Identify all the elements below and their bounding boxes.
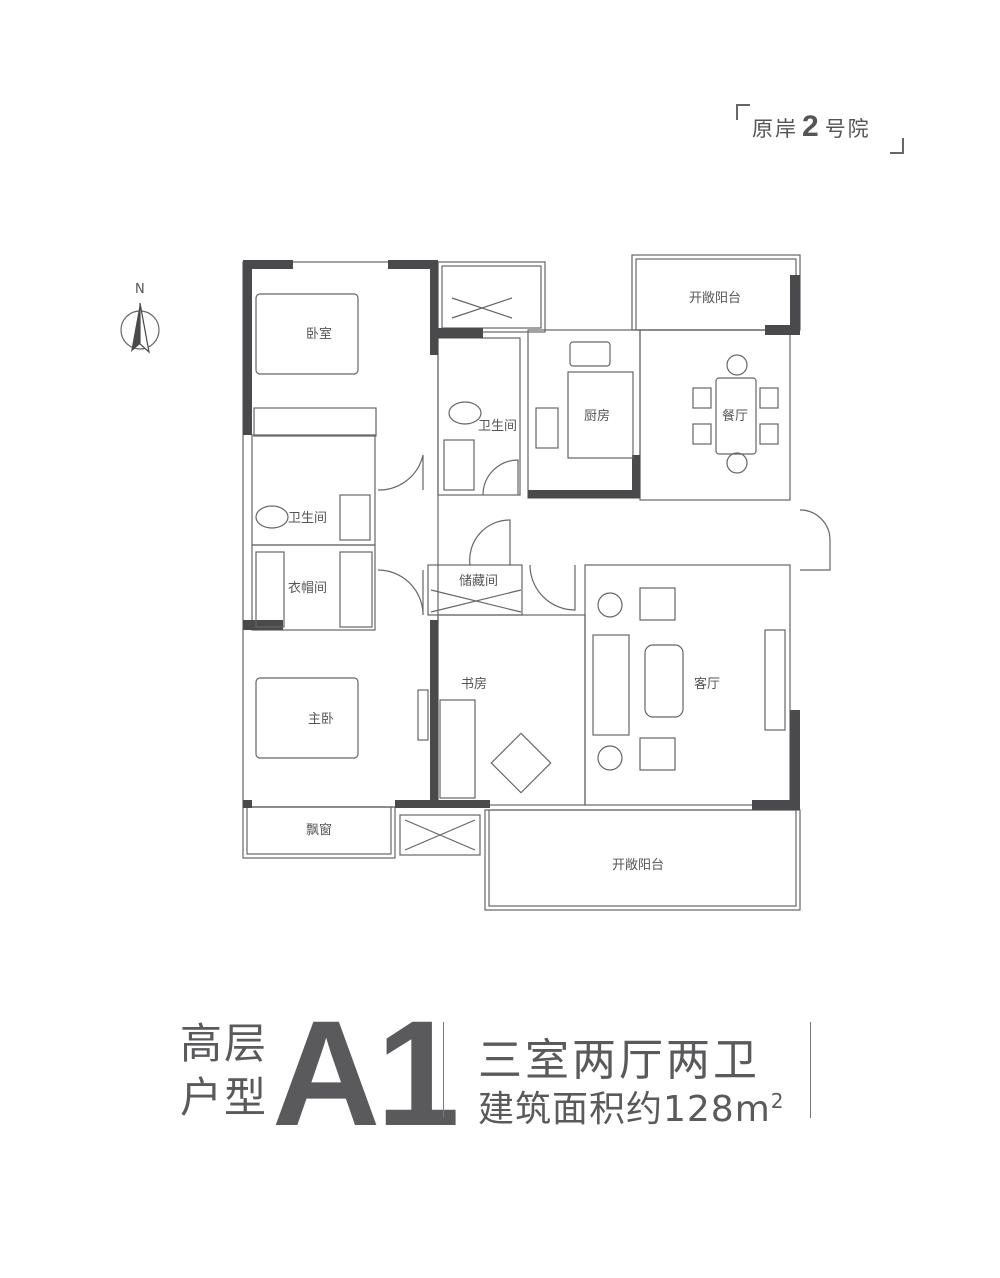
room-label-balcony-top: 开敞阳台: [689, 290, 741, 306]
floor-area: 建筑面积约128m2: [478, 1080, 785, 1132]
room-label-dining: 餐厅: [722, 408, 748, 424]
door-swings: [377, 454, 831, 616]
type-line-1: 高层: [180, 1019, 269, 1068]
room-label-master-bedroom: 主卧: [308, 712, 334, 727]
floor-plan: N: [120, 254, 831, 911]
bracket-right: [890, 138, 904, 154]
type-line-2: 户型: [180, 1073, 269, 1122]
area-superscript: 2: [770, 1089, 785, 1113]
room-label-living: 客厅: [694, 676, 720, 692]
compass-label: N: [135, 282, 145, 297]
project-suffix: 号院: [824, 117, 871, 141]
room-label-bedroom: 卧室: [306, 326, 332, 342]
thin-walls: [242, 254, 801, 911]
room-label-balcony-bottom: 开敞阳台: [612, 857, 664, 873]
room-label-study: 书房: [461, 676, 487, 692]
room-label-closet: 衣帽间: [288, 580, 327, 596]
furniture: [253, 293, 779, 851]
area-label: 建筑面积约128m: [478, 1089, 771, 1130]
north-compass-icon: N: [120, 282, 160, 354]
structural-walls: [243, 260, 800, 810]
bracket-left: [736, 104, 750, 120]
room-label-storage: 储藏间: [459, 574, 498, 589]
room-label-bay-window: 飘窗: [306, 822, 332, 838]
divider-left: [443, 1022, 444, 1118]
room-label-bathroom-1: 卫生间: [478, 419, 517, 434]
project-number: 2: [802, 110, 821, 143]
room-label-kitchen: 厨房: [584, 408, 610, 424]
layout-summary: 三室两厅两卫: [478, 1035, 760, 1086]
divider-right: [810, 1022, 811, 1118]
model-name: A1: [272, 989, 460, 1157]
project-prefix: 原岸: [752, 117, 798, 141]
room-label-bathroom-2: 卫生间: [288, 511, 327, 526]
